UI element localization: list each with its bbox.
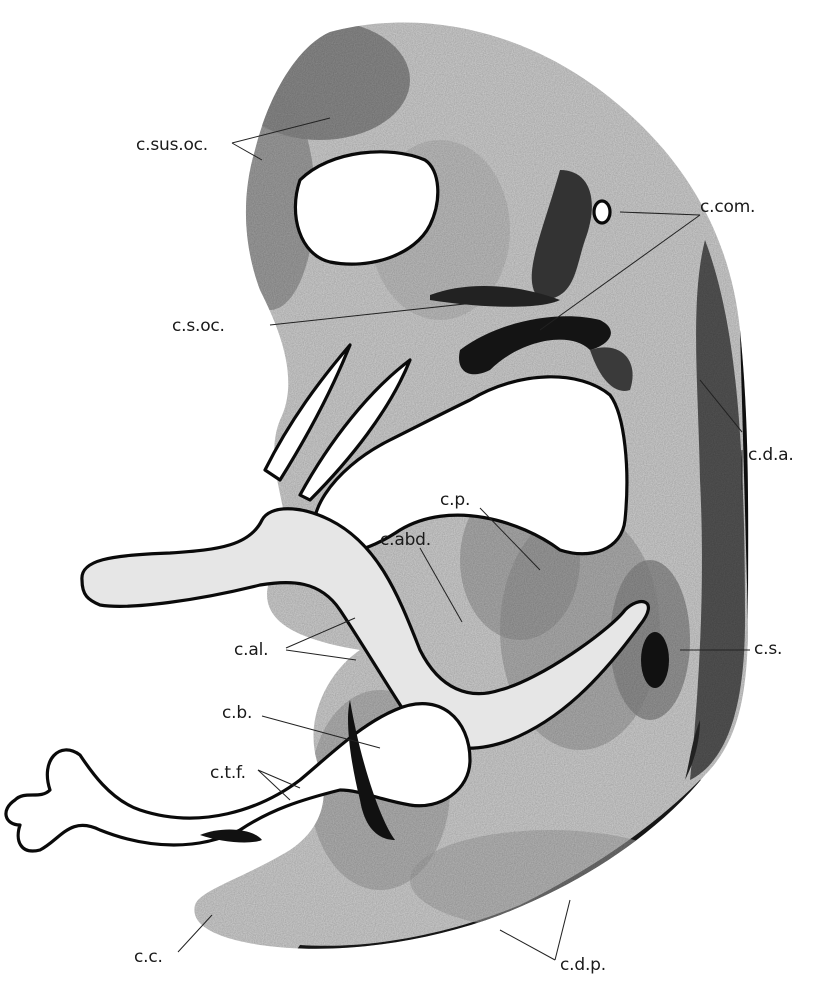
label-c-d-p: c.d.p. — [560, 955, 606, 975]
label-c-d-a: c.d.a. — [748, 445, 794, 465]
label-c-s-oc: c.s.oc. — [172, 316, 225, 336]
c-s-mark — [641, 632, 669, 688]
label-c-com: c.com. — [700, 197, 755, 217]
label-c-b: c.b. — [222, 703, 252, 723]
label-c-abd: c.abd. — [380, 530, 431, 550]
ear-pit — [594, 201, 610, 223]
label-c-t-f: c.t.f. — [210, 763, 246, 783]
label-c-s: c.s. — [754, 639, 782, 659]
label-c-c: c.c. — [134, 947, 163, 967]
label-c-p: c.p. — [440, 490, 470, 510]
label-c-al: c.al. — [234, 640, 268, 660]
label-c-sus-oc: c.sus.oc. — [136, 135, 208, 155]
